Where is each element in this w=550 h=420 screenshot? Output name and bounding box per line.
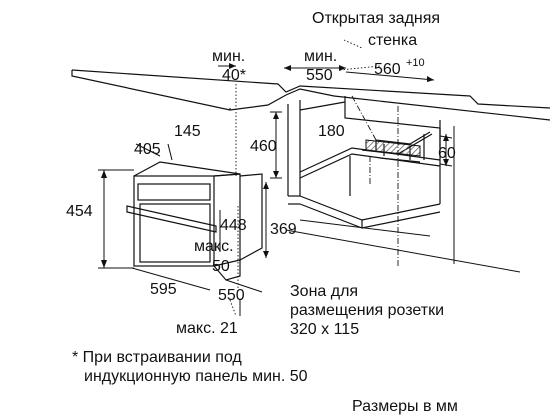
socket-zone-line-2: размещения розетки — [290, 302, 445, 319]
rear-wall-label-2: стенка — [368, 32, 417, 49]
depth-560-label: 560 — [374, 61, 401, 78]
dimension-lines — [98, 65, 453, 316]
socket-zone-line-3: 320 x 115 — [290, 321, 360, 338]
cabinet — [287, 96, 441, 229]
min-top-label-1: мин. — [212, 48, 245, 65]
dimension-labels: Открытая задняя стенка мин. 40* мин. 550… — [66, 10, 456, 337]
dim-550: 550 — [218, 287, 245, 304]
dim-448: 448 — [220, 217, 247, 234]
dim-180: 180 — [318, 123, 345, 140]
dim-369: 369 — [270, 221, 297, 238]
depth-560-tolerance: +10 — [406, 57, 425, 69]
rear-vent-hatch — [365, 139, 421, 157]
socket-zone-lines — [351, 95, 399, 268]
dim-60: 60 — [438, 145, 456, 162]
units-note: Размеры в мм — [352, 398, 458, 415]
footnote: * При встраивании под индукционную панел… — [72, 348, 308, 386]
max-50-label-1: макс. — [194, 238, 234, 255]
min-550-label-1: мин. — [304, 48, 337, 65]
footnote-line-2: индукционную панель мин. 50 — [84, 368, 308, 385]
dim-145: 145 — [174, 123, 201, 140]
dim-460: 460 — [250, 138, 277, 155]
rear-wall-label-1: Открытая задняя — [312, 10, 440, 27]
min-550-label-2: 550 — [306, 67, 333, 84]
floor-lines — [285, 126, 521, 273]
max-50-label-2: 50 — [212, 258, 230, 275]
dim-595: 595 — [150, 281, 177, 298]
max-21-label: макс. 21 — [176, 320, 238, 337]
appliance-oven — [126, 161, 263, 281]
dim-405: 405 — [134, 141, 161, 158]
socket-zone-note: Зона для размещения розетки 320 x 115 — [290, 282, 444, 339]
footnote-line-1: * При встраивании под — [72, 349, 242, 366]
arrowheads — [101, 63, 449, 268]
socket-zone-line-1: Зона для — [290, 283, 359, 300]
min-top-label-2: 40* — [222, 67, 246, 84]
dim-454: 454 — [66, 203, 93, 220]
leader-lines — [229, 39, 381, 317]
countertop — [71, 69, 550, 121]
